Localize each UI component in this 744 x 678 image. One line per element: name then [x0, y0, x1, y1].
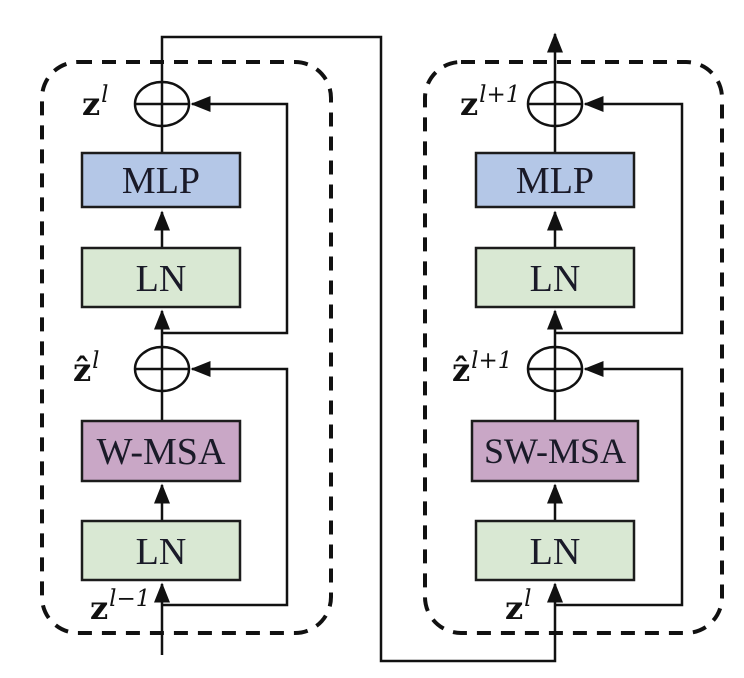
right-hidden-label: ẑl+1 — [452, 348, 512, 389]
left-wmsa-label: W-MSA — [97, 431, 226, 473]
right-input-label: zl — [505, 586, 532, 627]
right-ln-lower-label: LN — [530, 531, 581, 573]
inter-block-connector-wire — [160, 35, 564, 663]
right-swmsa-box — [470, 419, 640, 483]
left-ln-lower-box — [80, 519, 242, 582]
left-mlp-box — [80, 151, 242, 209]
left-output-label: zl — [82, 82, 109, 123]
left-transformer-block: MLP LN W-MSA LN zl ẑl zl−1 — [73, 80, 289, 655]
right-ln-upper-box — [474, 246, 636, 309]
left-block-border — [40, 60, 333, 635]
left-hidden-label: ẑl — [73, 348, 100, 389]
right-ln-lower-box — [474, 519, 636, 582]
left-ln-upper-box — [80, 246, 242, 309]
left-hidden-add-icon — [133, 345, 191, 393]
left-wmsa-box — [80, 419, 242, 483]
right-mlp-label: MLP — [516, 160, 594, 202]
right-output-label: zl+1 — [460, 82, 520, 123]
right-mlp-residual-skip-wire — [555, 95, 684, 335]
left-msa-residual-skip-wire — [162, 360, 289, 607]
right-transformer-block: MLP LN SW-MSA LN zl+1 ẑl+1 zl — [452, 32, 684, 627]
left-output-add-icon — [133, 80, 191, 128]
right-msa-residual-skip-wire — [555, 360, 684, 607]
left-ln-lower-label: LN — [136, 531, 187, 573]
right-ln-upper-label: LN — [530, 258, 581, 300]
left-input-label: zl−1 — [90, 586, 150, 627]
right-hidden-add-icon — [526, 345, 584, 393]
right-mlp-box — [474, 151, 636, 209]
right-output-add-icon — [526, 80, 584, 128]
right-block-border — [423, 60, 724, 635]
left-ln-upper-label: LN — [136, 258, 187, 300]
right-swmsa-label: SW-MSA — [484, 431, 626, 471]
left-mlp-label: MLP — [122, 160, 200, 202]
left-mlp-residual-skip-wire — [162, 95, 289, 335]
